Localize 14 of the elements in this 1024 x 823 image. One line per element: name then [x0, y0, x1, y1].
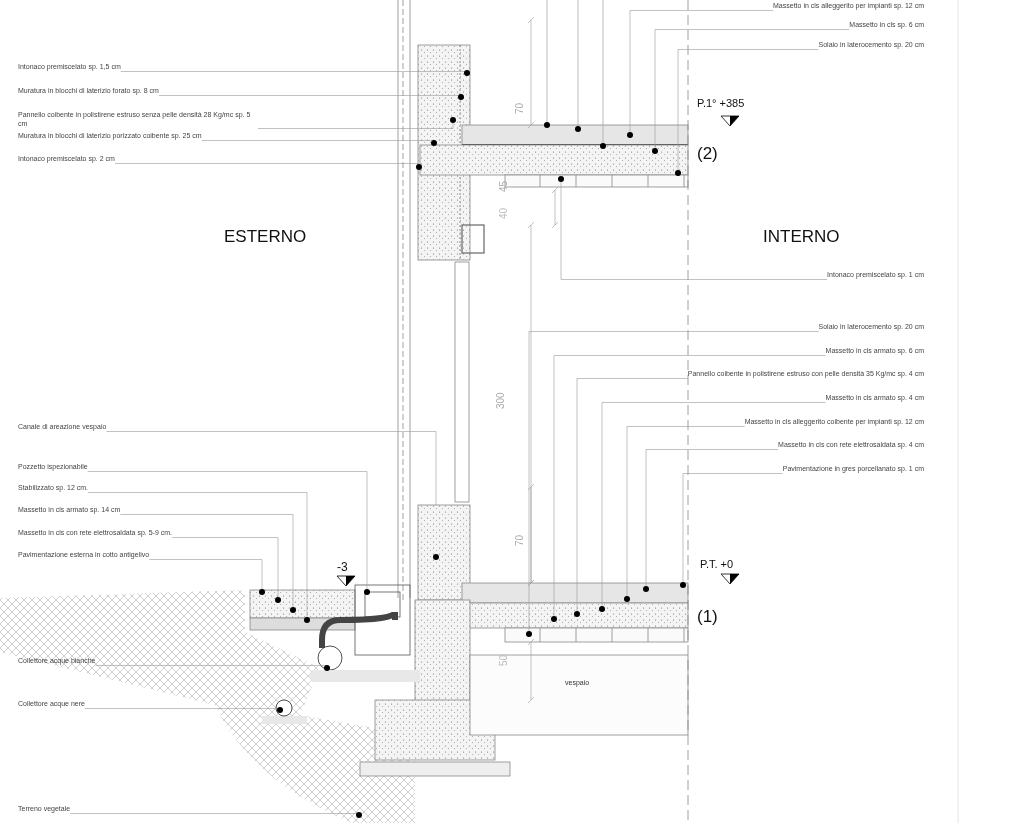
region-label: ESTERNO [224, 227, 307, 247]
dimension-value: 300 [495, 392, 506, 409]
dimension-value: 70 [514, 102, 525, 114]
floor-number: (1) [697, 607, 718, 627]
dimension-value: 50 [498, 654, 509, 666]
region-label: INTERNO [763, 227, 840, 247]
dimension-value: 40 [498, 207, 509, 219]
floor-number: (2) [697, 144, 718, 164]
leader-line [106, 431, 437, 506]
dimension-value: 70 [514, 534, 525, 546]
dimension-value: 45 [498, 180, 509, 192]
level-label: P.1° +385 [697, 97, 745, 109]
level-label: -3 [337, 560, 348, 574]
level-label: P.T. +0 [700, 558, 734, 570]
